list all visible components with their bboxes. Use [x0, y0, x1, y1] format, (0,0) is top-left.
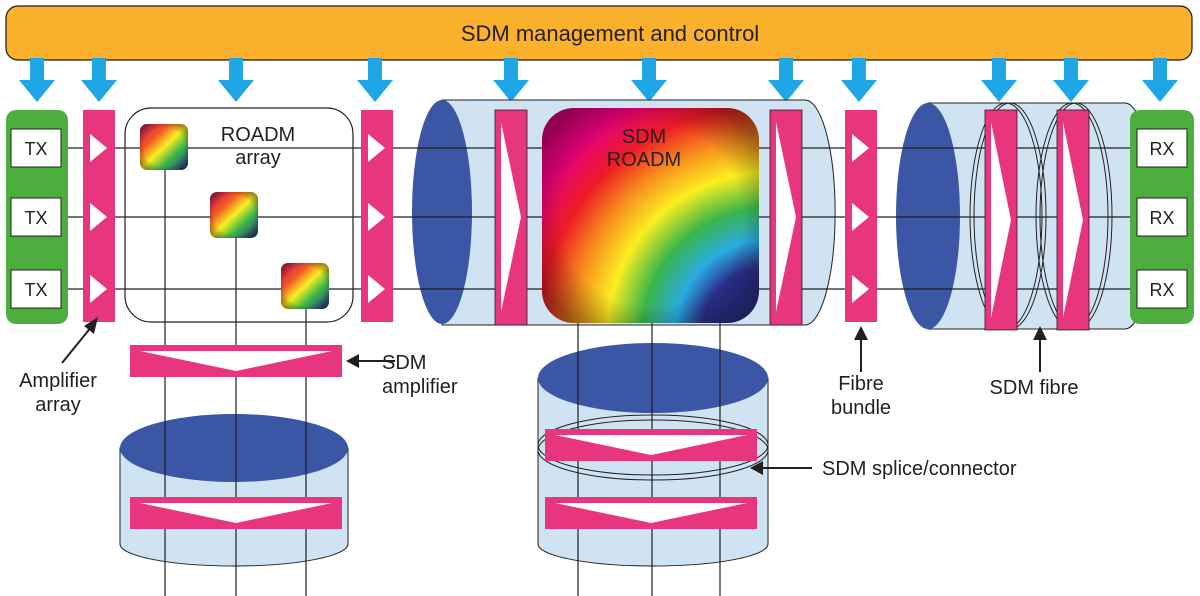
rx-label: RX [1149, 139, 1174, 159]
control-arrow [493, 58, 529, 102]
amplifier-array-label: array [35, 394, 81, 416]
sdm-amplifier-label: SDM [382, 352, 426, 374]
rx-label: RX [1149, 280, 1174, 300]
control-arrow [1142, 58, 1178, 102]
sdm-amplifier-cylinder [119, 414, 349, 567]
sdm-amplifier-vertical [494, 109, 528, 326]
control-arrow [357, 58, 393, 102]
control-arrow [631, 58, 667, 102]
control-arrow [218, 58, 254, 102]
control-arrows [19, 58, 1178, 102]
control-arrow [981, 58, 1017, 102]
tx-label: TX [24, 280, 47, 300]
sdm-roadm-label: SDM [622, 126, 666, 148]
sdm-fibre-cylinder [896, 102, 1154, 330]
roadm-chip [140, 124, 188, 170]
amplifier-array-label: Amplifier [19, 370, 97, 392]
callout-arrows [61, 317, 1047, 475]
splice-ring [537, 414, 769, 476]
tx-label: TX [24, 139, 47, 159]
management-bar: SDM management and control [5, 5, 1193, 61]
roadm-array-label: ROADM [221, 124, 295, 146]
control-arrow [1053, 58, 1089, 102]
rx-terminal-group: RX RX RX [1130, 110, 1194, 324]
roadm-chip [281, 263, 329, 309]
sdm-amplifier-horizontal [545, 429, 757, 461]
sdm-roadm-block: SDM ROADM [542, 108, 759, 323]
fibre-end-face [120, 414, 348, 482]
tx-terminal-group: TX TX TX [6, 110, 68, 324]
control-arrow [81, 58, 117, 102]
roadm-array-label: array [235, 147, 281, 169]
tx-box [10, 269, 62, 309]
sdm-amplifier-horizontal [545, 497, 757, 529]
rx-box [1136, 128, 1188, 168]
sdm-amplifier-vertical [1056, 109, 1090, 331]
splice-connector-label: SDM splice/connector [822, 458, 1017, 480]
rx-box [1136, 269, 1188, 309]
fibre-end-face [896, 103, 960, 329]
fibre-end-face [412, 100, 472, 324]
amplifier-array-1 [83, 110, 115, 322]
sdm-amplifier-label: amplifier [382, 376, 458, 398]
roadm-chip [210, 192, 258, 238]
control-arrow [841, 58, 877, 102]
sdm-roadm-label: ROADM [607, 149, 681, 171]
fibre-bundle-amplifier [845, 110, 877, 322]
tx-box [10, 197, 62, 237]
sdm-amplifier-horizontal [130, 345, 342, 377]
tx-box [10, 128, 62, 168]
sdm-amplifier-vertical [769, 109, 803, 326]
splice-ring [537, 419, 769, 481]
management-bar-label: SDM management and control [461, 21, 759, 46]
control-arrow [19, 58, 55, 102]
sdm-amplifier-horizontal [130, 497, 342, 529]
amplifier-array-2 [361, 110, 393, 322]
rx-box [1136, 197, 1188, 237]
fibre-bundle-label: bundle [831, 397, 891, 419]
control-arrow [768, 58, 804, 102]
sdm-fibre-label: SDM fibre [990, 377, 1079, 399]
fibre-end-face [538, 343, 768, 413]
fibre-bundle-label: Fibre [838, 373, 884, 395]
sdm-amplifier-vertical [984, 109, 1018, 331]
rx-label: RX [1149, 208, 1174, 228]
tx-label: TX [24, 208, 47, 228]
